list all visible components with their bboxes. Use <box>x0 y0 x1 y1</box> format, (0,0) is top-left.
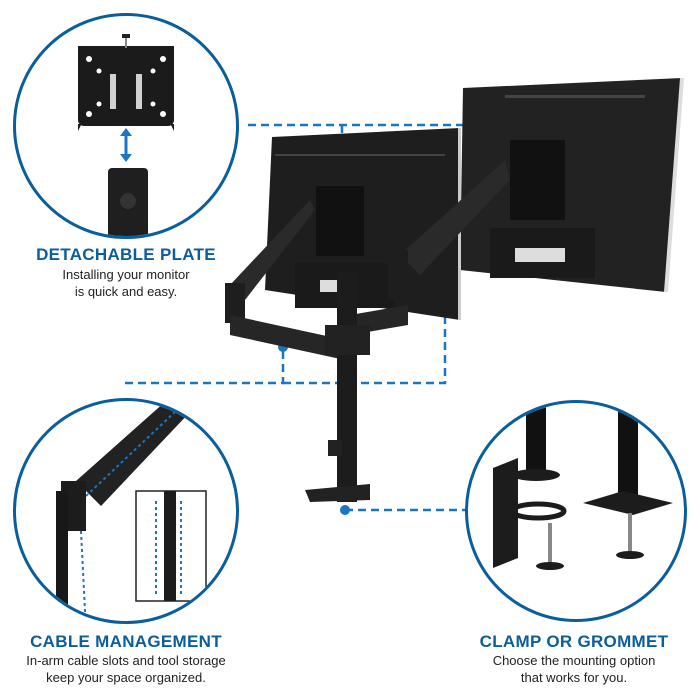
feature-desc-detachable-plate-line1: Installing your monitor <box>62 267 190 282</box>
feature-desc-cable-management-line2: keep your space organized. <box>46 670 206 685</box>
cable-arm-image <box>56 401 207 621</box>
clamp-grommet-circle <box>465 400 687 622</box>
feature-desc-clamp-grommet-line1: Choose the mounting option <box>492 653 656 668</box>
clamp-grommet-image <box>493 403 673 570</box>
feature-desc-detachable-plate-line2: is quick and easy. <box>74 284 178 299</box>
feature-desc-cable-management-line1: In-arm cable slots and tool storage <box>26 653 226 668</box>
feature-title-cable-management: CABLE MANAGEMENT <box>30 632 222 651</box>
feature-desc-clamp-grommet-line2: that works for you. <box>520 670 628 685</box>
feature-title-clamp-grommet: CLAMP OR GROMMET <box>479 632 669 651</box>
feature-title-detachable-plate: DETACHABLE PLATE <box>36 245 216 264</box>
cable-management-circle <box>13 398 239 624</box>
dual-monitor-arm-image <box>225 78 684 502</box>
vesa-plate-image <box>78 34 174 236</box>
detachable-plate-circle <box>13 13 239 239</box>
